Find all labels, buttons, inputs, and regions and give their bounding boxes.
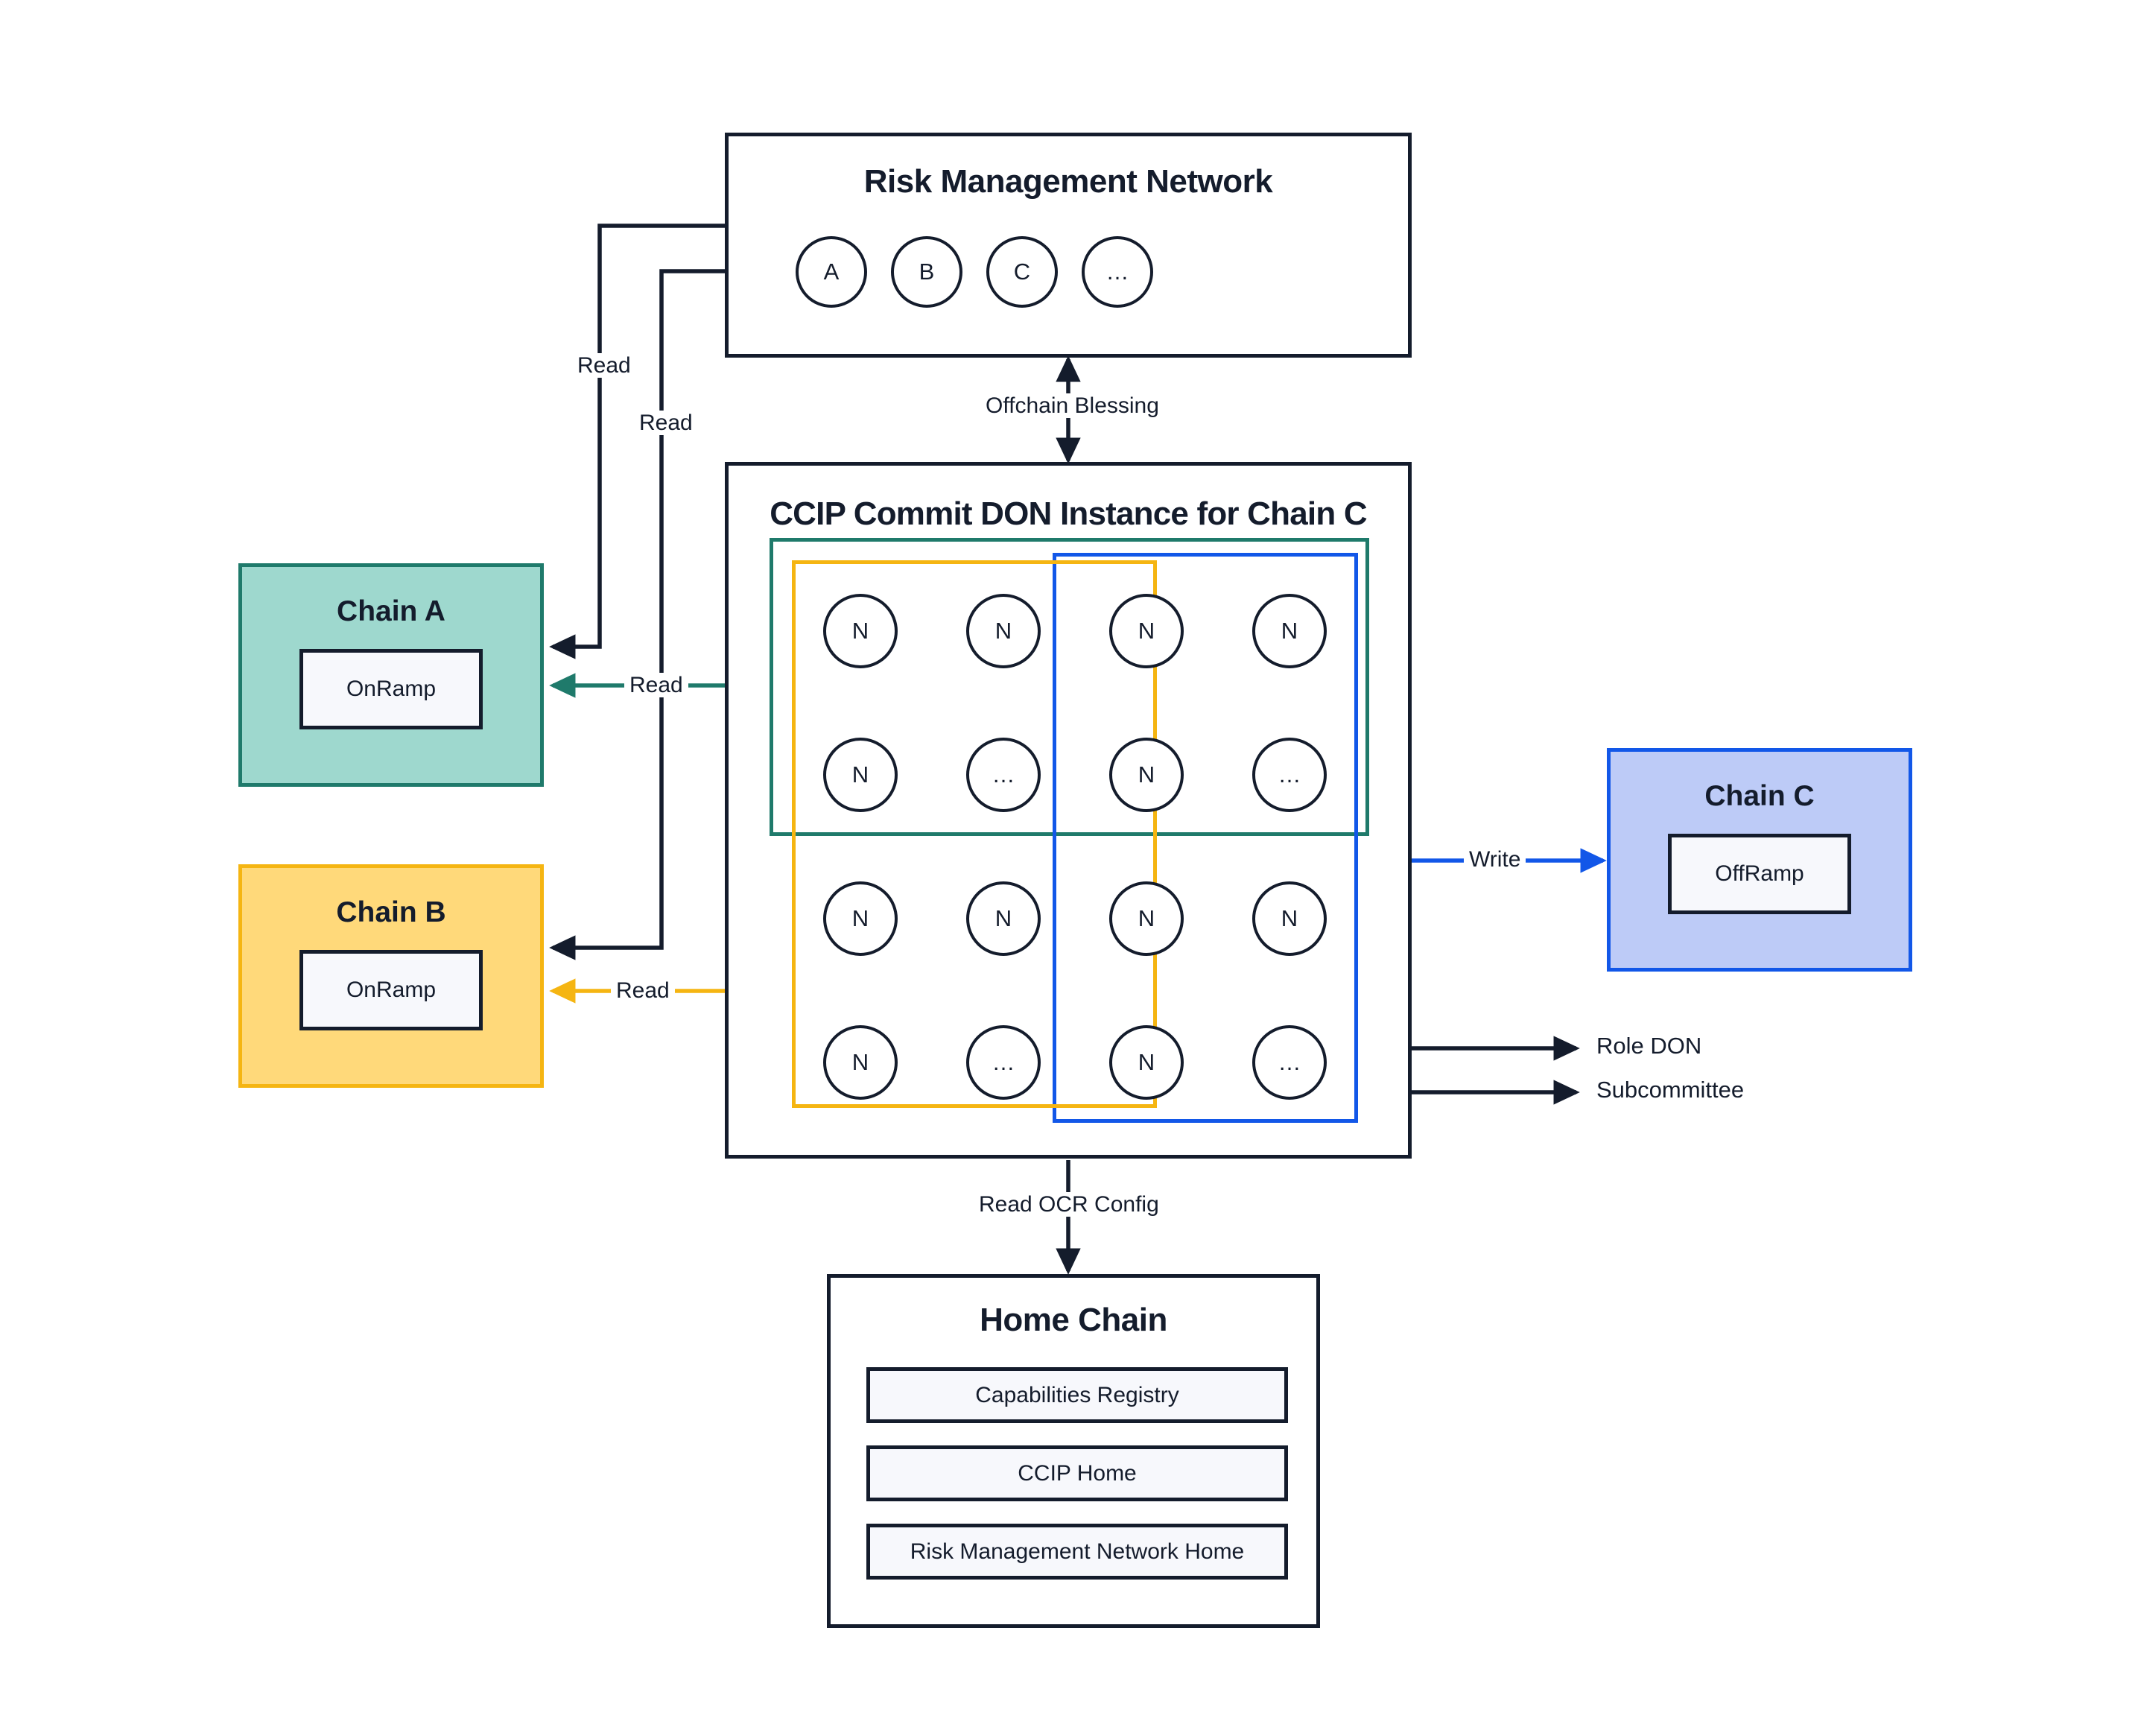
chain-c-box: Chain C OffRamp [1607, 748, 1912, 972]
chain-b-title: Chain B [336, 896, 446, 928]
overlay-rect-chain-b-group [792, 560, 1157, 1108]
edge-label-read-ocr-config: Read OCR Config [974, 1192, 1164, 1217]
wire-rmn-to-chain-a [549, 224, 725, 659]
home-chain-contract: Capabilities Registry [866, 1367, 1288, 1423]
legend-label-role-don: Role DON [1596, 1033, 1702, 1059]
don-node: N [823, 1025, 898, 1100]
don-node: … [1252, 738, 1327, 812]
home-chain-box: Home Chain Capabilities Registry CCIP Ho… [827, 1274, 1320, 1628]
chain-a-title: Chain A [337, 595, 445, 627]
chain-c-title: Chain C [1704, 780, 1815, 812]
don-node: N [966, 881, 1041, 956]
edge-label-don-read-chain-b: Read [611, 978, 675, 1003]
chain-b-box: Chain B OnRamp [238, 864, 544, 1088]
don-node: … [1252, 1025, 1327, 1100]
don-node: N [823, 594, 898, 668]
don-node: N [1252, 881, 1327, 956]
rmn-node: B [891, 236, 962, 308]
don-node: N [1109, 594, 1184, 668]
don-node: N [1109, 1025, 1184, 1100]
chain-a-onramp-contract: OnRamp [299, 649, 483, 729]
edge-label-don-write-chain-c: Write [1464, 847, 1526, 872]
don-node: N [823, 881, 898, 956]
don-node: N [966, 594, 1041, 668]
edge-label-rmn-read-chain-b: Read [634, 411, 698, 435]
overlay-rect-subcommittee-group [1053, 553, 1358, 1123]
rmn-node: A [796, 236, 867, 308]
legend-label-subcommittee: Subcommittee [1596, 1077, 1745, 1103]
rmn-node: C [986, 236, 1058, 308]
home-chain-title: Home Chain [980, 1302, 1167, 1338]
chain-b-onramp-contract: OnRamp [299, 950, 483, 1030]
rmn-node: … [1082, 236, 1153, 308]
edge-label-offchain-blessing: Offchain Blessing [980, 393, 1164, 418]
don-node: N [1109, 738, 1184, 812]
edge-label-rmn-read-chain-a: Read [572, 353, 636, 378]
edge-label-don-read-chain-a: Read [624, 673, 688, 697]
don-node: … [966, 1025, 1041, 1100]
don-node: … [966, 738, 1041, 812]
home-chain-contract: Risk Management Network Home [866, 1524, 1288, 1580]
don-node: N [1252, 594, 1327, 668]
home-chain-contract: CCIP Home [866, 1445, 1288, 1501]
ccip-commit-don-title: CCIP Commit DON Instance for Chain C [770, 495, 1367, 532]
chain-a-box: Chain A OnRamp [238, 563, 544, 787]
don-node: N [1109, 881, 1184, 956]
chain-c-offramp-contract: OffRamp [1668, 834, 1851, 914]
overlay-rect-chain-a-group [770, 538, 1369, 836]
risk-management-network-title: Risk Management Network [863, 163, 1273, 200]
don-node: N [823, 738, 898, 812]
risk-management-network-box: Risk Management Network A B C … [725, 133, 1412, 358]
